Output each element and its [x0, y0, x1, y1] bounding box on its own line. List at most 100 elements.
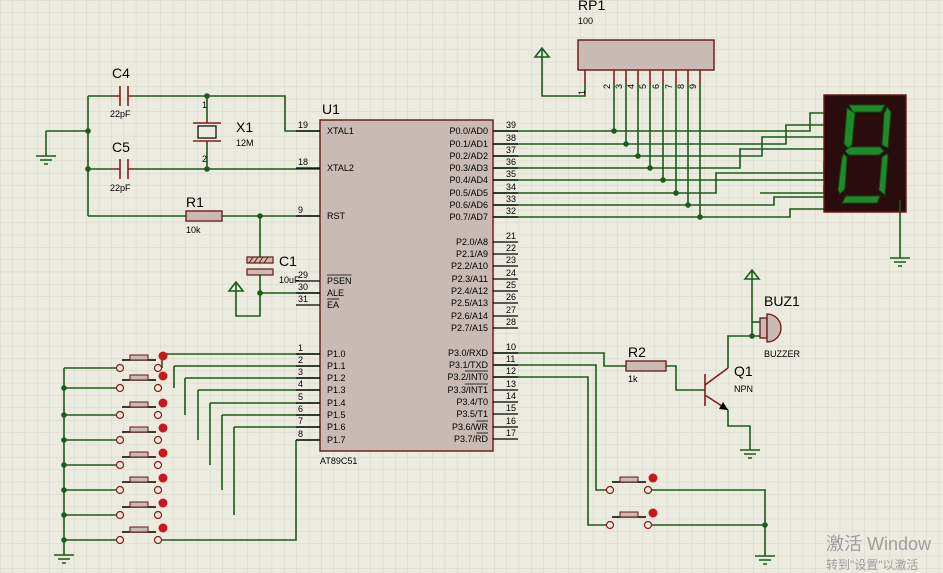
u1-pin-number: 5	[298, 392, 303, 402]
resistor-r2[interactable]: R2 1k	[625, 344, 667, 384]
u1-ref: U1	[322, 101, 340, 117]
u1-pin-number: 17	[506, 428, 516, 438]
u1-pin-p1-0[interactable]: 1P1.0	[296, 343, 346, 359]
rp1-pin-number: 6	[651, 84, 661, 89]
push-button-10[interactable]	[605, 508, 658, 530]
u1-pin-name: PSEN	[327, 276, 352, 286]
push-button-4[interactable]	[115, 423, 168, 445]
activation-watermark-sub: 转到"设置"以激活	[826, 557, 919, 572]
rp1-pin-number: 4	[626, 84, 636, 89]
u1-pin-name: P3.6/WR	[452, 422, 489, 432]
u1-pin-number: 37	[506, 145, 516, 155]
push-button-2[interactable]	[115, 371, 168, 393]
u1-pin-p1-6[interactable]: 7P1.6	[296, 416, 346, 432]
junction-dot	[61, 487, 67, 493]
junction-dots	[61, 93, 768, 543]
u1-pin-name: P2.1/A9	[456, 249, 488, 259]
u1-pin-number: 11	[506, 354, 515, 364]
chip-body	[319, 119, 494, 452]
push-button-8[interactable]	[115, 523, 168, 545]
u1-pin-number: 26	[506, 292, 516, 302]
u1-pin-number: 10	[506, 342, 516, 352]
u1-pin-number: 30	[298, 282, 308, 292]
c4-ref: C4	[112, 65, 130, 81]
u1-pin-name: P0.7/AD7	[449, 212, 488, 222]
u1-pin-p1-1[interactable]: 2P1.1	[296, 355, 346, 371]
capacitor-c4[interactable]: C4 22pF	[110, 65, 134, 119]
power-arrow-icon	[743, 268, 761, 288]
u1-pin-p1-7[interactable]: 8P1.7	[296, 429, 346, 445]
capacitor-c5[interactable]: C5 22pF	[110, 139, 134, 193]
u1-pin-p1-5[interactable]: 6P1.5	[296, 404, 346, 420]
buzzer-buz1[interactable]: BUZ1 BUZZER	[752, 293, 801, 359]
buz1-value: BUZZER	[764, 349, 801, 359]
push-button-9[interactable]	[605, 473, 658, 495]
seven-segment-display[interactable]	[823, 94, 907, 213]
r1-value: 10k	[186, 225, 201, 235]
push-button-1[interactable]	[115, 351, 168, 373]
u1-pin-p1-3[interactable]: 4P1.3	[296, 379, 346, 395]
push-button-7[interactable]	[115, 498, 168, 520]
u1-pin-p1-4[interactable]: 5P1.4	[296, 392, 346, 408]
push-button-5[interactable]	[115, 448, 168, 470]
u1-pin-number: 21	[506, 231, 516, 241]
rp1-pin-number: 1	[577, 90, 587, 95]
chip-u1[interactable]: U1 AT89C51 19XTAL118XTAL29RST29PSEN30ALE…	[296, 101, 518, 466]
resistor-r1[interactable]: R1 10k	[185, 194, 223, 235]
transistor-q1[interactable]: Q1 NPN	[704, 363, 753, 411]
push-button-6[interactable]	[115, 473, 168, 495]
u1-pin-number: 34	[506, 182, 516, 192]
ground-icon	[755, 555, 775, 565]
push-button-3[interactable]	[115, 398, 168, 420]
crystal-x1[interactable]: X1 12M 1 2	[193, 100, 254, 164]
u1-pin-name: P3.1/TXD	[449, 360, 489, 370]
u1-pin-name: XTAL2	[327, 163, 354, 173]
rp1-pin-number: 5	[638, 84, 648, 89]
capacitor-c1[interactable]: C1 10uF	[246, 253, 300, 285]
junction-dot	[61, 385, 67, 391]
u1-pin-number: 32	[506, 206, 516, 216]
r2-ref: R2	[628, 344, 646, 360]
u1-pin-number: 3	[298, 367, 303, 377]
u1-pin-name: P2.6/A14	[451, 311, 488, 321]
u1-pin-name: P2.7/A15	[451, 323, 488, 333]
junction-dot	[611, 128, 617, 134]
u1-pin-number: 38	[506, 133, 516, 143]
u1-pin-name: P2.2/A10	[451, 261, 488, 271]
u1-pin-p1-2[interactable]: 3P1.2	[296, 367, 346, 383]
u1-pin-name: P3.0/RXD	[448, 348, 489, 358]
